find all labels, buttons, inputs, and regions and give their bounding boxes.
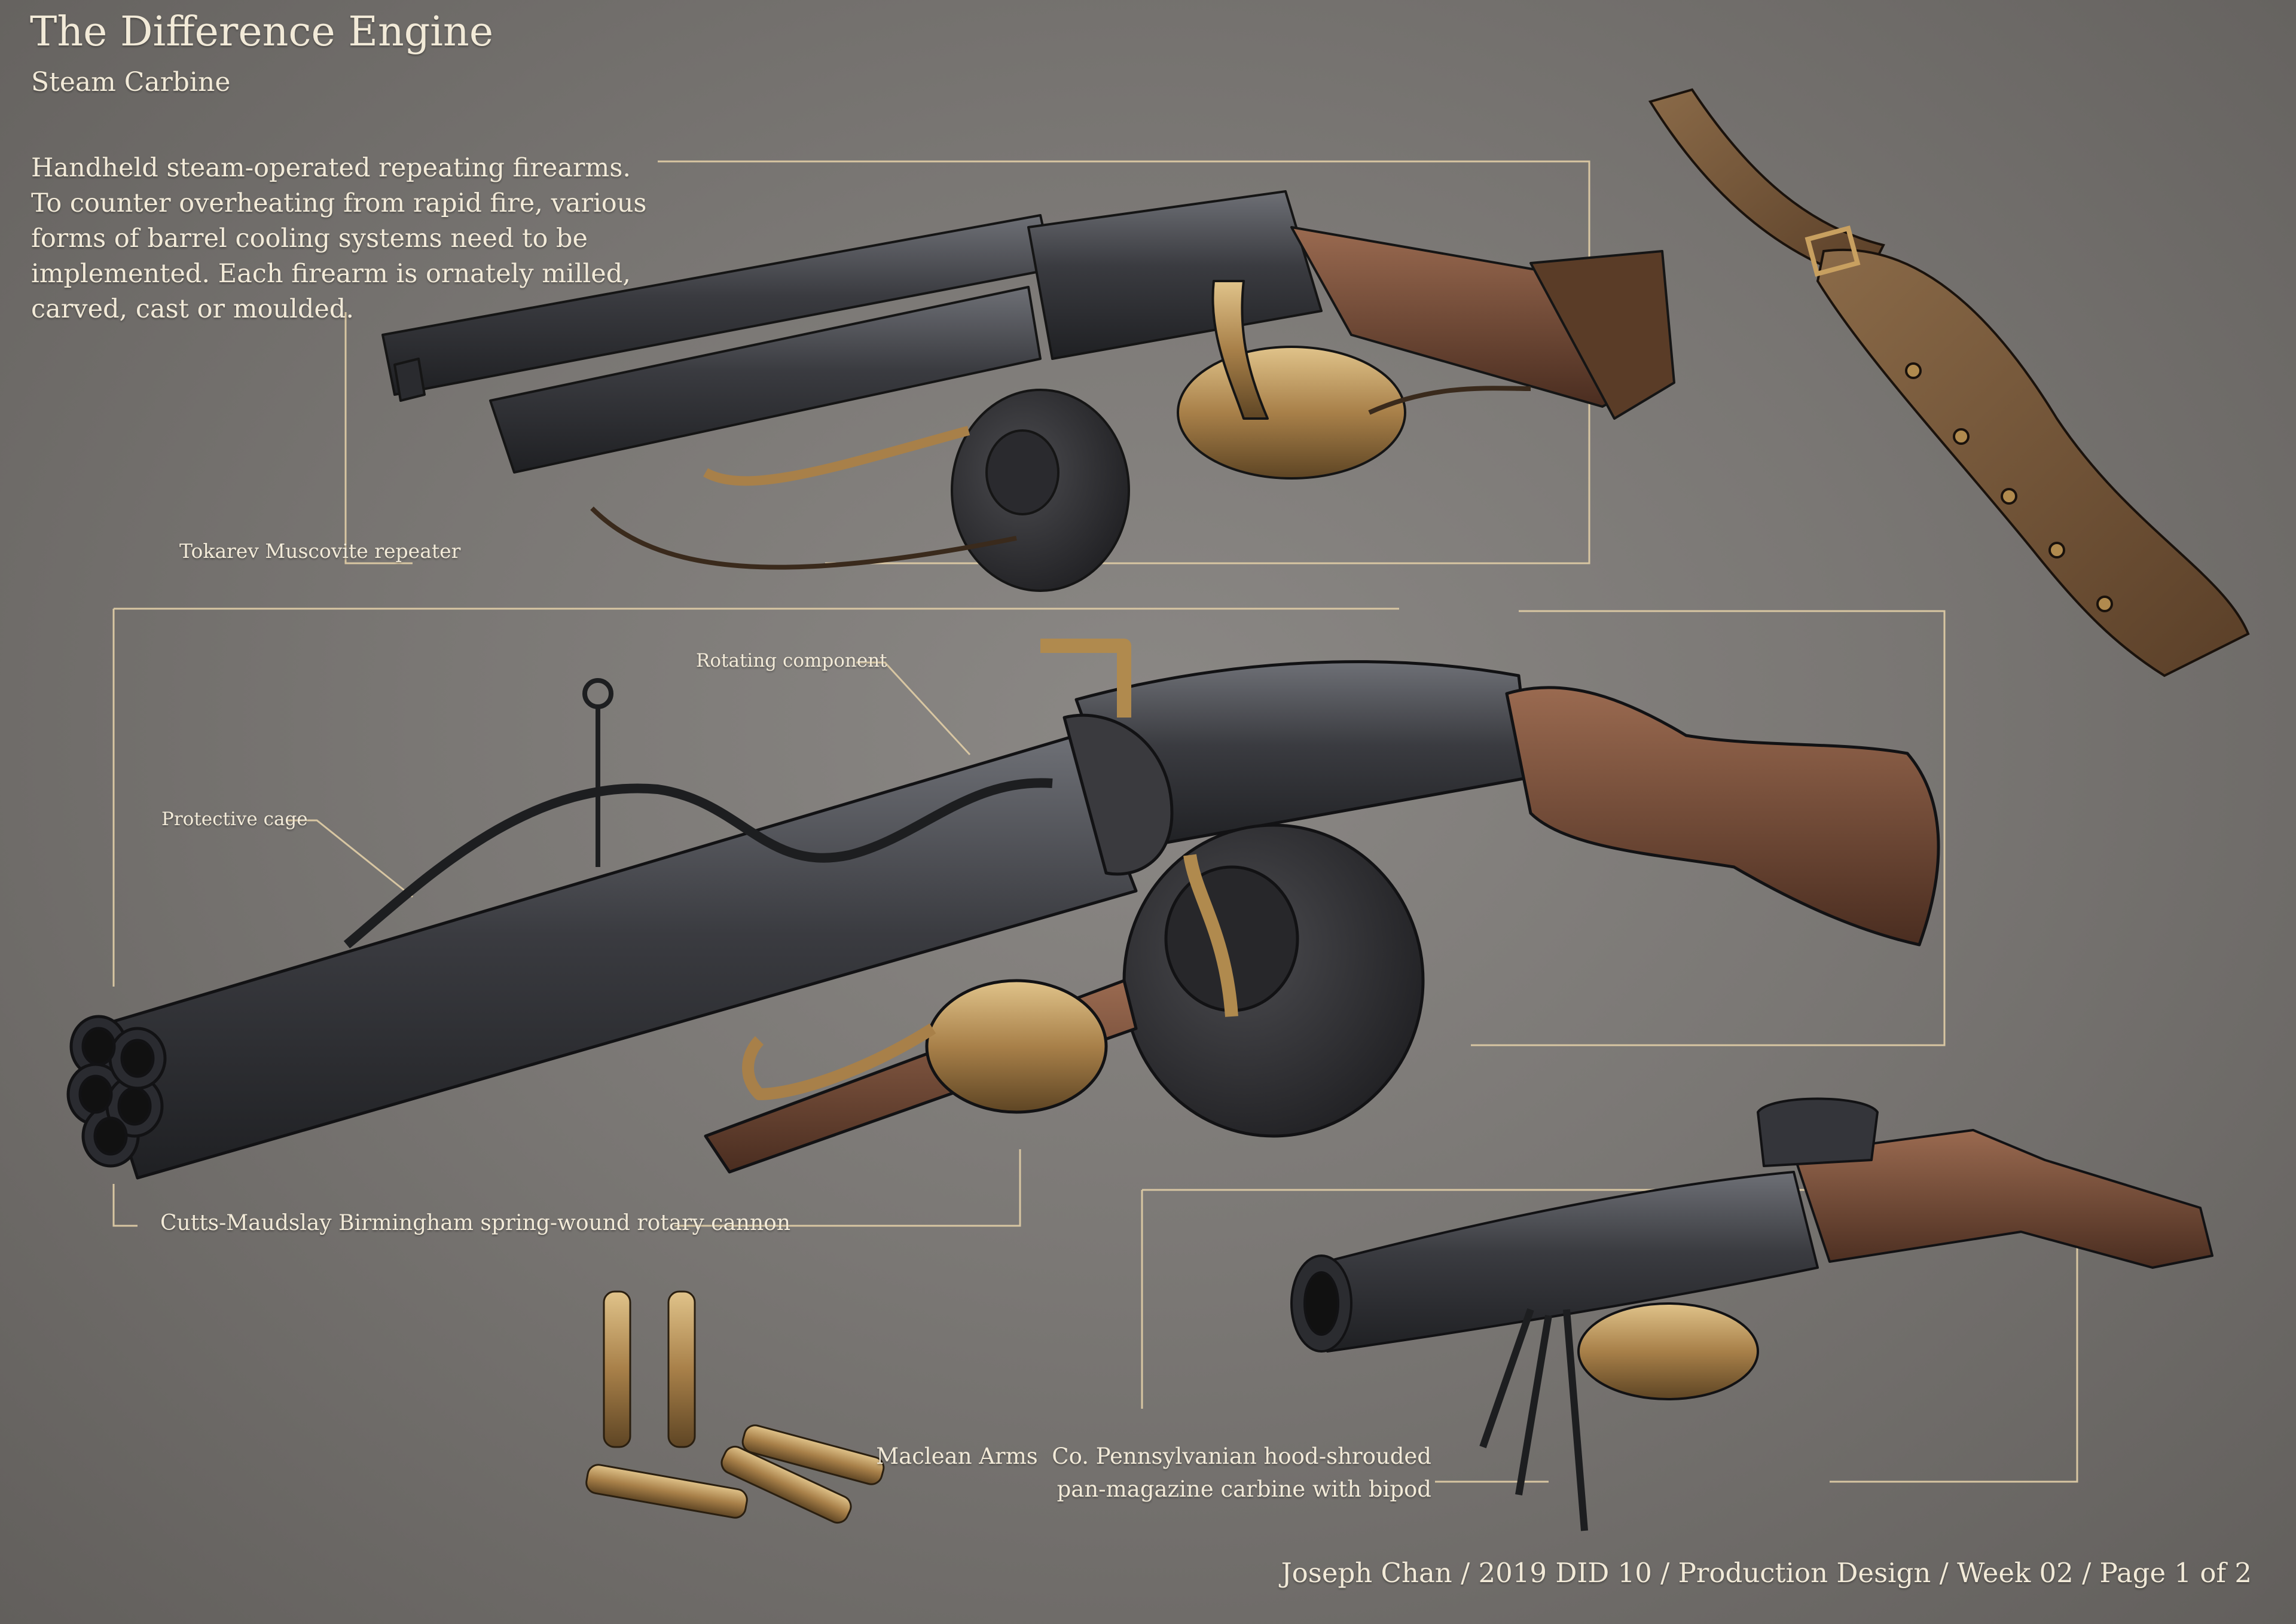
ammo-bandolier-illustration: [1648, 88, 2250, 677]
tokarev-repeater-illustration: [381, 190, 1675, 592]
callout-maclean-line-1: Maclean Arms Co. Pennsylvanian hood-shro…: [876, 1443, 1431, 1469]
page-title: The Difference Engine: [30, 8, 494, 56]
callout-maclean-line-2: pan-magazine carbine with bipod: [1057, 1476, 1431, 1502]
callout-guide-lines: [112, 160, 2078, 1483]
description-paragraph: Handheld steam-operated repeating firear…: [31, 153, 647, 324]
footer-credit: Joseph Chan / 2019 DID 10 / Production D…: [1281, 1557, 2252, 1589]
cutts-maudslay-rotary-cannon-illustration: [66, 639, 1940, 1180]
callout-tokarev: Tokarev Muscovite repeater: [179, 539, 461, 563]
callout-rotating-component: Rotating component: [696, 650, 887, 671]
page-subtitle: Steam Carbine: [31, 67, 231, 97]
callout-cutts-rotary-cannon: Cutts-Maudslay Birmingham spring-wound r…: [160, 1211, 791, 1235]
maclean-carbine-illustration: [1290, 1097, 2213, 1531]
loose-cartridges-illustration: [585, 1290, 885, 1524]
callout-maclean-carbine: Maclean Arms Co. Pennsylvanian hood-shro…: [876, 1440, 1431, 1506]
callout-protective-cage: Protective cage: [161, 808, 308, 830]
